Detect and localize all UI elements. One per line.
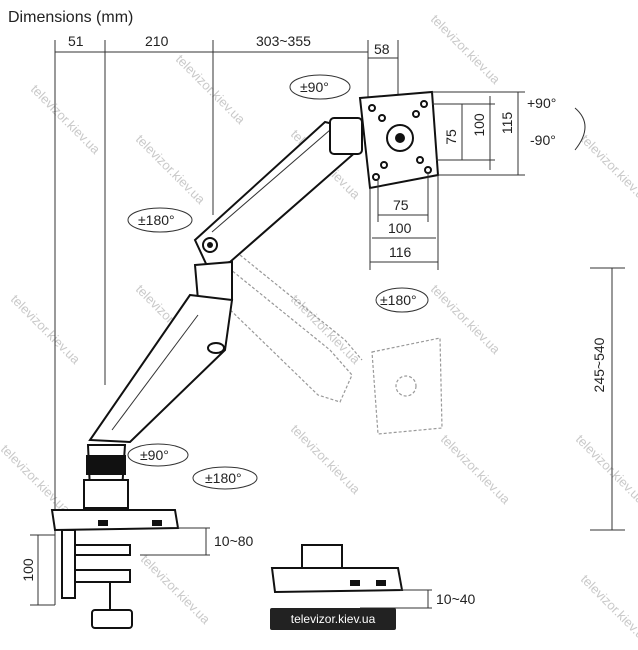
rotation-plate-180: ±180°	[380, 292, 417, 308]
vesa-dimensions: 75 100 115 75 100 116	[369, 91, 525, 270]
watermark: televizor.kiev.ua	[573, 432, 638, 508]
dim-h75: 75	[393, 197, 409, 213]
top-dimension-lines: 51 210 303~355 58	[54, 33, 399, 605]
watermark: televizor.kiev.ua	[138, 552, 214, 628]
rotation-tilt-90: ±90°	[300, 79, 329, 95]
watermark: televizor.kiev.ua	[438, 432, 514, 508]
dim-210: 210	[145, 33, 169, 49]
rotation-base-180: ±180°	[205, 470, 242, 486]
rotation-indicators: ±90° +90° -90° ±180° ±180° ±90° ±180°	[127, 74, 586, 490]
dim-303-355: 303~355	[256, 33, 311, 49]
dim-clamp-10-80: 10~80	[214, 533, 254, 549]
dim-v100: 100	[471, 113, 487, 137]
vesa-plate	[358, 90, 440, 190]
watermark: televizor.kiev.ua	[288, 422, 364, 498]
watermark: televizor.kiev.ua	[578, 132, 638, 208]
dim-58: 58	[374, 41, 390, 57]
ghost-arm	[219, 254, 443, 435]
footer-site-label: televizor.kiev.ua	[270, 608, 396, 630]
watermark: televizor.kiev.ua	[133, 132, 209, 208]
height-dimension: 245~540	[590, 267, 625, 531]
watermark: televizor.kiev.ua	[578, 572, 638, 648]
dim-v75: 75	[443, 129, 459, 145]
watermark: televizor.kiev.ua	[28, 82, 104, 158]
dim-245-540: 245~540	[591, 337, 607, 392]
watermark: televizor.kiev.ua	[428, 12, 504, 88]
rotation-arm-180: ±180°	[138, 212, 175, 228]
dim-h116: 116	[389, 244, 412, 260]
grommet-base: 10~40	[270, 544, 476, 609]
diagram-title: Dimensions (mm)	[8, 9, 133, 26]
watermark: televizor.kiev.ua	[428, 282, 504, 358]
dim-51: 51	[68, 33, 84, 49]
watermark: televizor.kiev.ua	[0, 442, 74, 518]
desk-clamp: 100 10~80	[20, 509, 254, 629]
dim-grommet-10-40: 10~40	[436, 591, 476, 607]
watermark: televizor.kiev.ua	[173, 52, 249, 128]
dim-v115: 115	[499, 112, 515, 135]
watermark: televizor.kiev.ua	[8, 292, 84, 368]
rotation-pivot-plus90: +90°	[527, 95, 556, 111]
dim-clamp-100: 100	[20, 558, 36, 582]
rotation-pivot-minus90: -90°	[530, 132, 556, 148]
rotation-base-90: ±90°	[140, 447, 169, 463]
dim-h100: 100	[388, 220, 412, 236]
monitor-arm	[83, 117, 363, 509]
